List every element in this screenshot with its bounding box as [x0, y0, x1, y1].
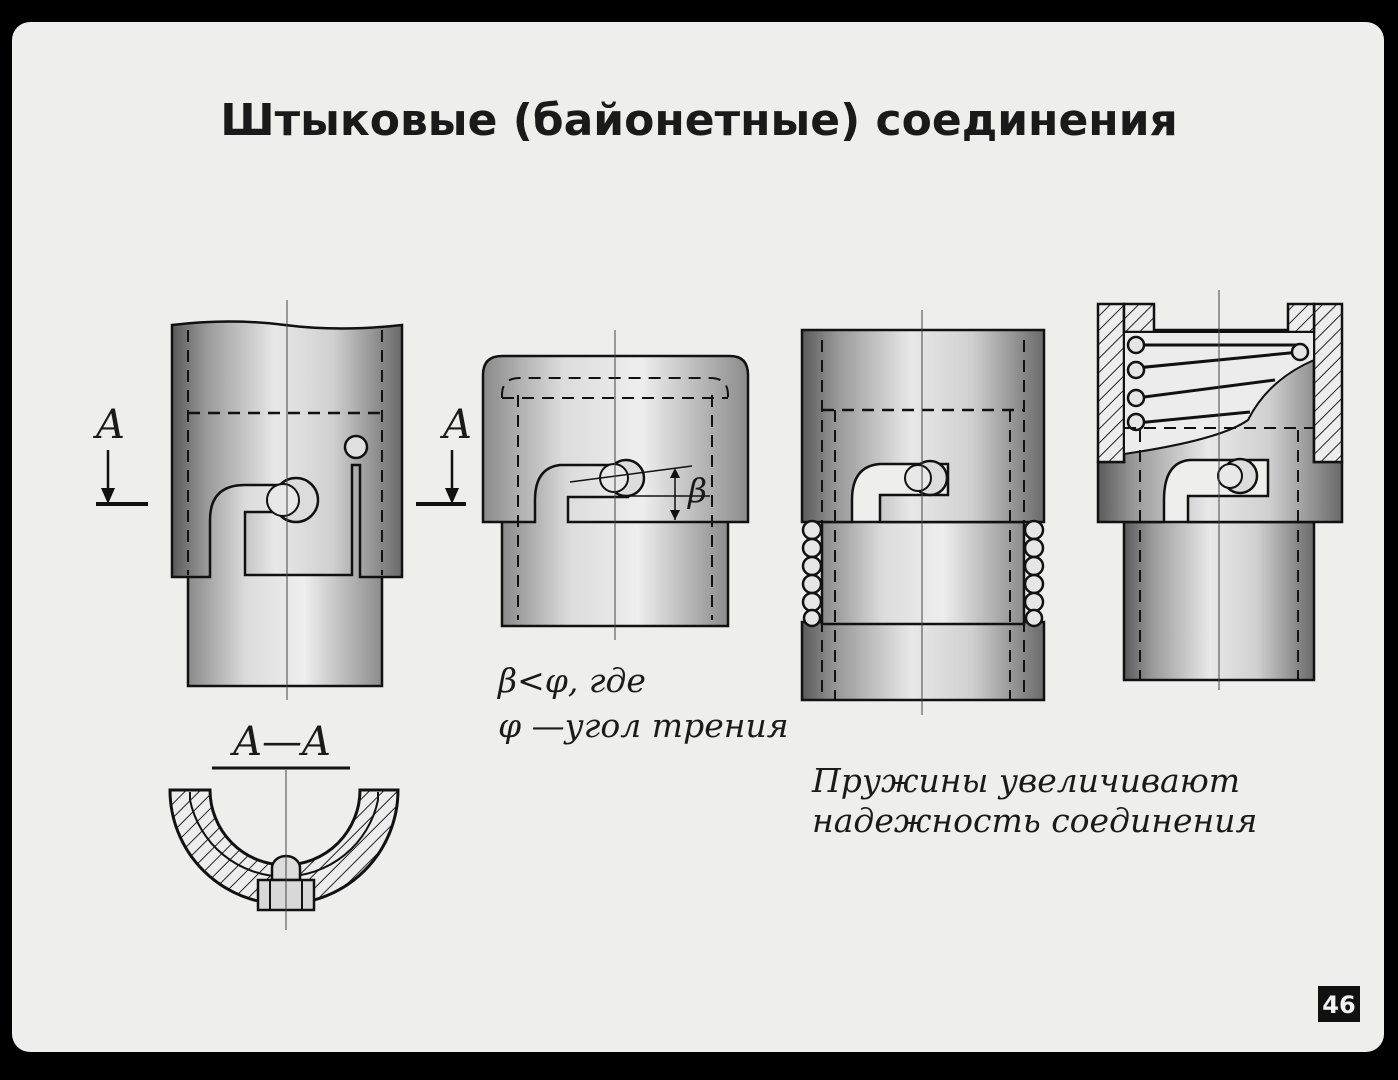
formula-line-2: φ —угол трения: [498, 706, 789, 745]
caption-line-2: надежность соединения: [812, 801, 1257, 840]
page-number: 46: [1322, 991, 1355, 1019]
section-a-a: A—A: [168, 719, 400, 930]
fig2-bayonet-cap-joint: β A: [416, 330, 750, 640]
formula-line-1: β<φ, где: [496, 661, 646, 700]
page-title: Штыковые (байонетные) соединения: [220, 95, 1178, 146]
page-number-badge: [1318, 986, 1360, 1022]
caption-line-1: Пружины увеличивают: [811, 761, 1240, 800]
fig1-bayonet-pin-joint: A: [92, 300, 404, 700]
angle-beta-label: β: [686, 471, 707, 510]
fig1-section-label: A: [92, 402, 125, 448]
section-title: A—A: [229, 719, 331, 765]
fig2-section-label: A: [439, 402, 472, 448]
fig3-bayonet-with-spring: [800, 310, 1046, 715]
fig4-bayonet-internal-spring: [1096, 290, 1344, 690]
